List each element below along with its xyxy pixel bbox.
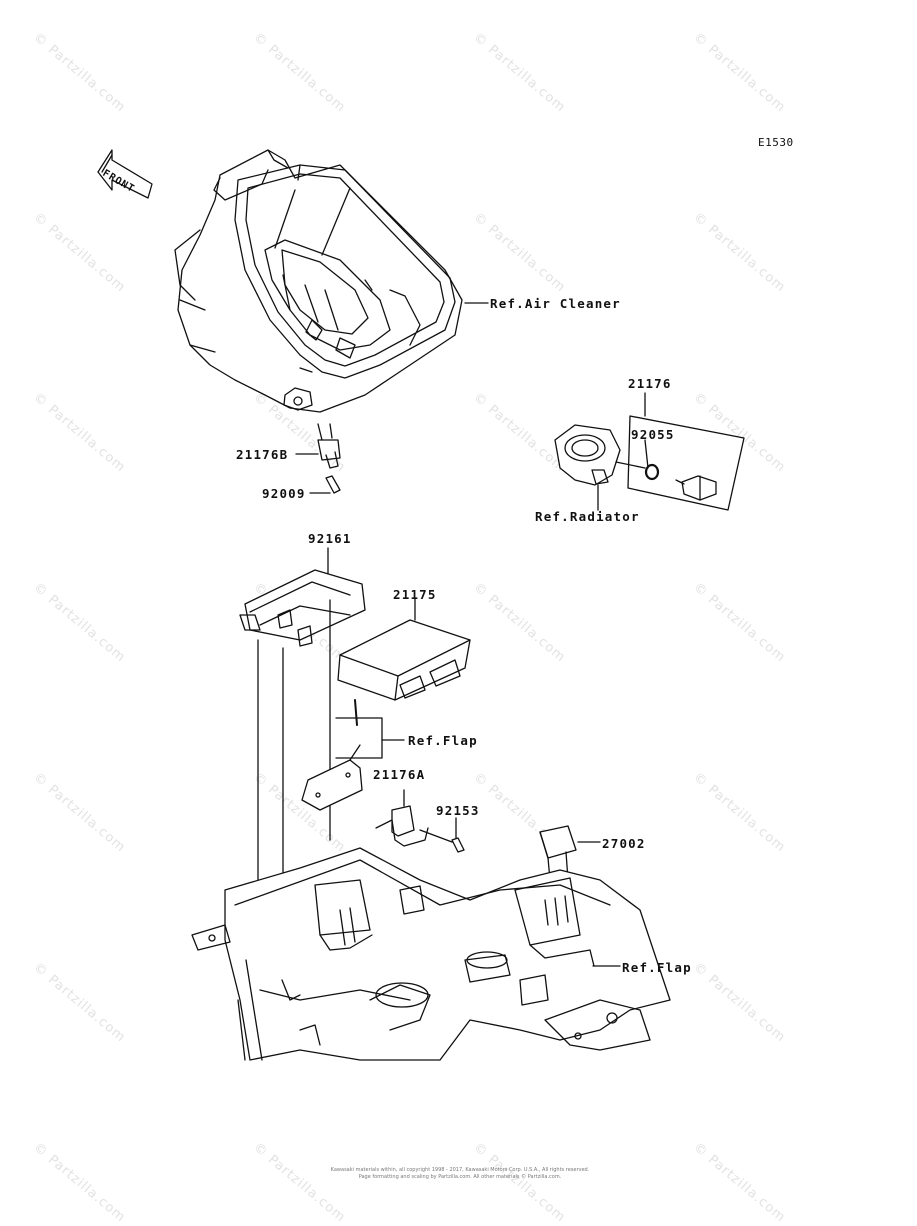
- radiator-housing: [554, 424, 621, 511]
- label-ref-flap-2: Ref.Flap: [622, 960, 692, 975]
- part-92153-bolt: [419, 817, 465, 853]
- label-21176A: 21176A: [373, 767, 426, 782]
- label-92009: 92009: [262, 486, 306, 501]
- label-ref-flap-1: Ref.Flap: [408, 733, 478, 748]
- label-92153: 92153: [436, 803, 480, 818]
- label-92161: 92161: [308, 531, 352, 546]
- parts-diagram: © Partzilla.com© Partzilla.com© Partzill…: [30, 30, 794, 1226]
- part-21176B-sensor: [295, 423, 341, 469]
- part-21175-ecu: [337, 597, 471, 701]
- footer-formatting: Page formatting and scaling by Partzilla…: [358, 1174, 562, 1180]
- part-21176A-sensor: [375, 789, 429, 847]
- footer-copyright: Kawasaki materials within, all copyright…: [330, 1167, 590, 1173]
- label-21176: 21176: [628, 376, 672, 391]
- part-21176-sensor: [675, 475, 717, 501]
- part-92161-bracket: [239, 547, 366, 647]
- label-ref-radiator: Ref.Radiator: [535, 509, 640, 524]
- diagram-drawing: [97, 149, 745, 1061]
- part-92009-bolt: [309, 475, 341, 494]
- label-92055: 92055: [631, 427, 675, 442]
- label-ref-air-cleaner: Ref.Air Cleaner: [490, 296, 621, 311]
- ref-flap-upper: [301, 699, 405, 811]
- frame-panel: [191, 847, 671, 1061]
- label-21175: 21175: [393, 587, 437, 602]
- front-arrow-icon: [97, 149, 153, 199]
- label-27002: 27002: [602, 836, 646, 851]
- diagram-code: E1530: [758, 136, 794, 149]
- label-21176B: 21176B: [236, 447, 289, 462]
- part-92055-oring: [644, 463, 660, 481]
- air-cleaner-housing: [174, 149, 463, 413]
